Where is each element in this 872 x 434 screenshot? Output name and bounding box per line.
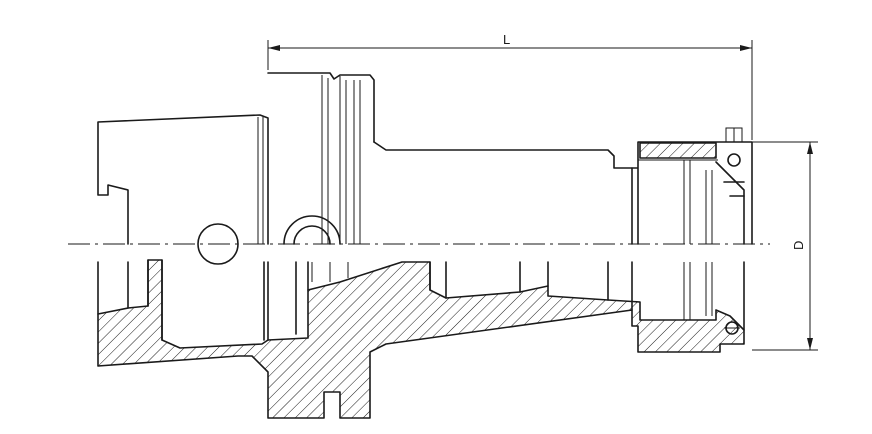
body-section (97, 259, 745, 419)
dimension-length: L (267, 32, 753, 140)
lower-section (97, 259, 745, 419)
upper-outline (97, 72, 753, 265)
dimension-diameter: D (752, 141, 818, 351)
length-label: L (503, 32, 510, 47)
diameter-label: D (791, 241, 806, 250)
